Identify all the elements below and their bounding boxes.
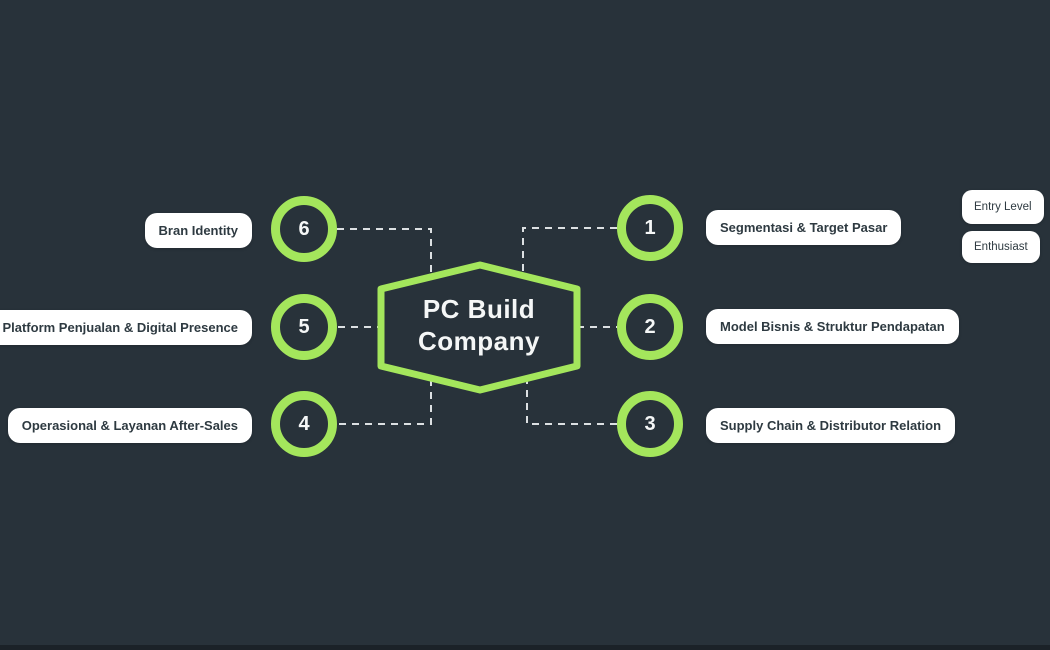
node-label-1-text: Segmentasi & Target Pasar [720,220,888,235]
tag-enthusiast-text: Enthusiast [974,241,1028,253]
node-label-6[interactable]: Bran Identity [144,213,252,248]
center-node-title[interactable]: PC Build Company [418,294,540,356]
node-label-6-text: Bran Identity [158,223,238,238]
node-circle-6[interactable]: 6 [271,196,337,262]
node-number-3: 3 [644,412,656,435]
node-label-2[interactable]: Model Bisnis & Struktur Pendapatan [706,309,959,344]
node-label-5[interactable]: Platform Penjualan & Digital Presence [0,310,252,345]
node-label-4[interactable]: Operasional & Layanan After-Sales [7,408,252,443]
node-label-3[interactable]: Supply Chain & Distributor Relation [706,408,956,443]
node-number-1: 1 [644,216,656,239]
node-label-3-text: Supply Chain & Distributor Relation [720,418,942,433]
tag-entry-level[interactable]: Entry Level [962,190,1044,224]
connector-node-4 [339,377,432,425]
node-label-4-text: Operasional & Layanan After-Sales [21,418,238,433]
node-circle-3[interactable]: 3 [617,391,683,457]
node-label-2-text: Model Bisnis & Struktur Pendapatan [720,319,945,334]
tag-entry-level-text: Entry Level [974,201,1032,213]
node-label-1[interactable]: Segmentasi & Target Pasar [706,210,902,245]
connector-node-6 [337,228,432,277]
node-circle-5[interactable]: 5 [271,294,337,360]
node-number-6: 6 [298,217,310,240]
hexagon-shape[interactable] [377,261,581,394]
node-circle-1[interactable]: 1 [617,195,683,261]
node-circle-2[interactable]: 2 [617,294,683,360]
node-label-5-text: Platform Penjualan & Digital Presence [2,320,238,335]
node-number-4: 4 [298,412,310,435]
tag-enthusiast[interactable]: Enthusiast [962,231,1040,263]
bottom-edge-bar [0,645,1050,650]
connector-node-3 [526,378,617,425]
node-number-2: 2 [644,315,656,338]
connector-node-1 [522,227,617,276]
node-number-5: 5 [298,315,310,338]
node-circle-4[interactable]: 4 [271,391,337,457]
